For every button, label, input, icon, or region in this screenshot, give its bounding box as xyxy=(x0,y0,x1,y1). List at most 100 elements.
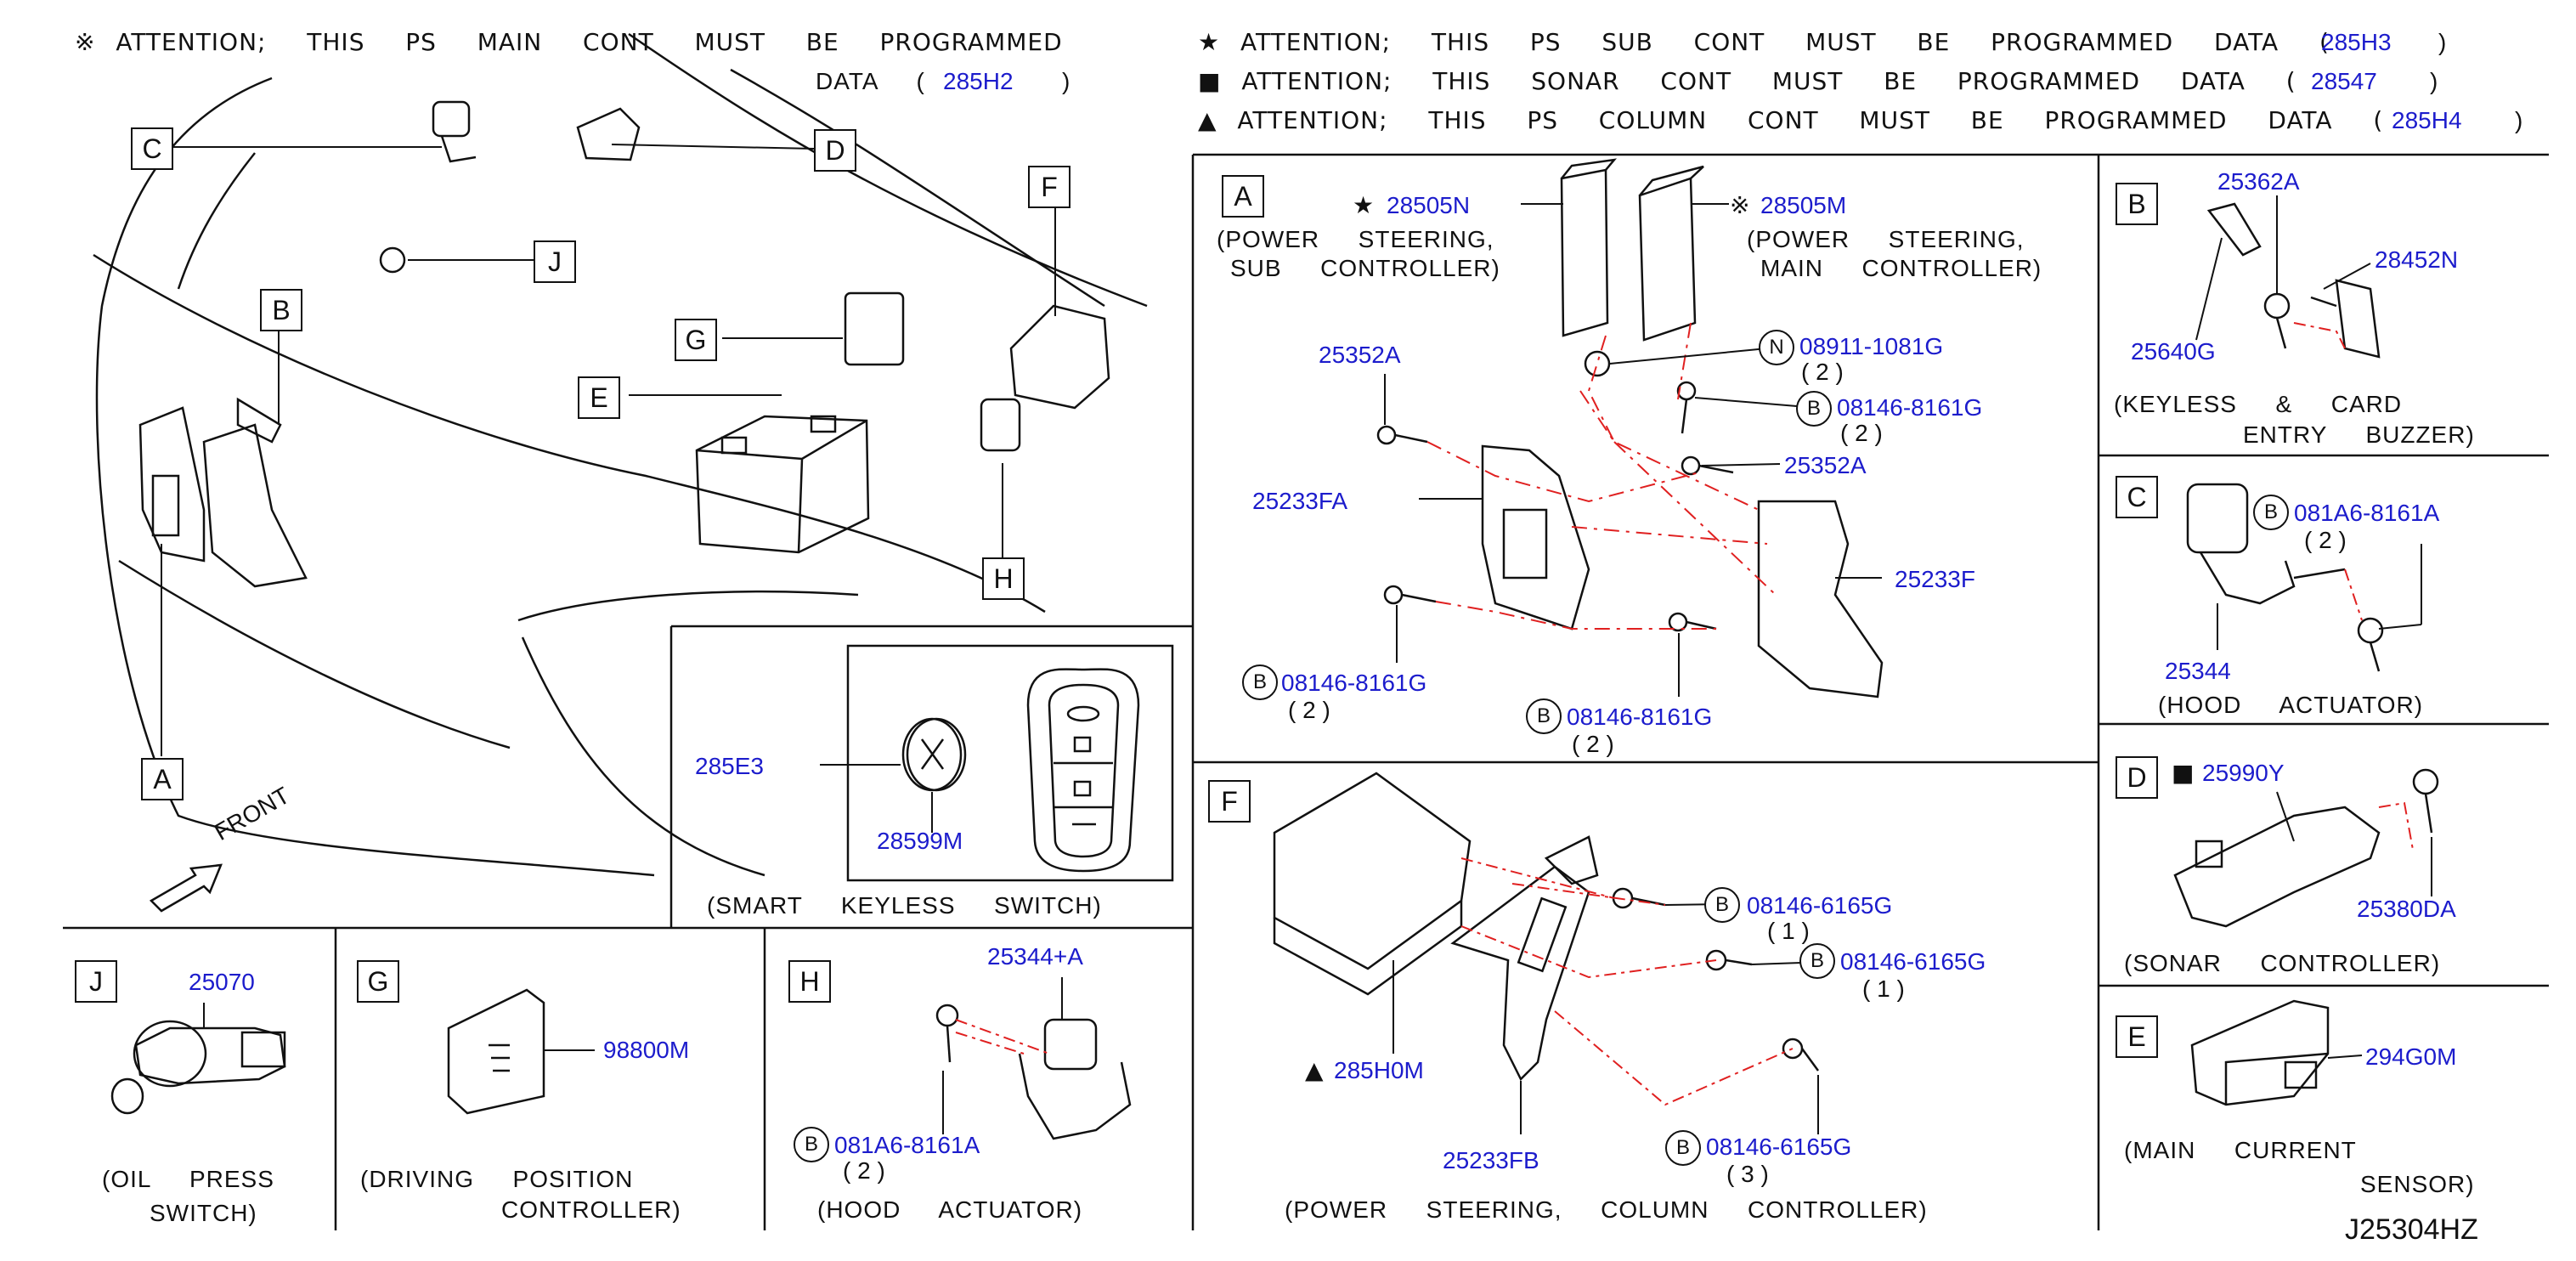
panel-c-p1-qty: ( 2 ) xyxy=(2304,527,2347,553)
panel-f-part-08146-6165g-3[interactable]: 08146-6165G xyxy=(1706,1134,1852,1160)
panel-b-desc1: (KEYLESS & CARD xyxy=(2114,391,2403,417)
panel-c-desc: (HOOD ACTUATOR) xyxy=(2158,692,2424,718)
panel-e-part-294g0m[interactable]: 294G0M xyxy=(2365,1043,2457,1070)
panel-d-p1-symbol: ■ xyxy=(2172,759,2195,787)
overview-label-f[interactable]: F xyxy=(1028,166,1071,208)
panel-a-p2-desc1: (POWER STEERING, xyxy=(1747,226,2025,252)
panel-a-part-08911-1081g[interactable]: 08911-1081G xyxy=(1799,333,1944,359)
panel-a-p3-qty: ( 2 ) xyxy=(1801,359,1844,385)
panel-e-sensor-icon xyxy=(2190,999,2330,1106)
panel-f-bolt-circle-3: B xyxy=(1665,1130,1701,1166)
panel-h-p2-qty: ( 2 ) xyxy=(843,1157,885,1184)
panel-b-part-25640g[interactable]: 25640G xyxy=(2131,338,2216,365)
panel-f-part-08146-6165g-2[interactable]: 08146-6165G xyxy=(1840,948,1986,975)
attention-sonar-close: ) xyxy=(2430,68,2438,94)
panel-b-part-28452n[interactable]: 28452N xyxy=(2375,246,2459,273)
panel-a-part-25352a-top[interactable]: 25352A xyxy=(1319,342,1401,368)
oil-press-switch-icon xyxy=(110,1020,286,1115)
panel-b-part-25362a[interactable]: 25362A xyxy=(2217,168,2300,195)
panel-a-part-25233f[interactable]: 25233F xyxy=(1895,566,1975,592)
panel-g-desc2: CONTROLLER) xyxy=(501,1196,681,1223)
overview-label-g[interactable]: G xyxy=(675,319,717,361)
panel-a-p2-symbol: ※ xyxy=(1730,191,1750,219)
panel-a-letter: A xyxy=(1222,175,1264,218)
panel-e-desc1: (MAIN CURRENT xyxy=(2124,1137,2357,1163)
panel-f-part-25233fb[interactable]: 25233FB xyxy=(1443,1147,1539,1173)
overview-label-h[interactable]: H xyxy=(982,557,1025,600)
panel-d-part-25990y[interactable]: 25990Y xyxy=(2202,760,2285,786)
panel-h-part-081a6-8161a[interactable]: 081A6-8161A xyxy=(834,1132,980,1158)
attention-column-close: ) xyxy=(2515,107,2523,133)
driving-position-controller-icon xyxy=(447,988,545,1115)
panel-a-p1-desc2: SUB CONTROLLER) xyxy=(1230,255,1500,281)
panel-j-letter: J xyxy=(75,960,117,1003)
panel-h-actuator-icon xyxy=(935,1004,1132,1140)
panel-a-part-08146-8161g-3[interactable]: 08146-8161G xyxy=(1567,704,1713,730)
panel-e-letter: E xyxy=(2116,1015,2158,1058)
overview-label-a[interactable]: A xyxy=(141,758,184,800)
panel-b-letter: B xyxy=(2116,183,2158,225)
attention-sub-close: ) xyxy=(2438,29,2447,55)
key-part-28599m[interactable]: 28599M xyxy=(877,828,963,854)
panel-e-desc2: SENSOR) xyxy=(2360,1171,2475,1197)
overview-components-icon xyxy=(138,100,1110,588)
overview-label-e[interactable]: E xyxy=(578,376,620,419)
panel-f-part-285h0m[interactable]: 285H0M xyxy=(1334,1057,1424,1083)
key-part-285e3[interactable]: 285E3 xyxy=(695,753,764,779)
attention-sub-code[interactable]: 285H3 xyxy=(2321,29,2392,55)
panel-a-p2-desc2: MAIN CONTROLLER) xyxy=(1760,255,2042,281)
attention-sonar: ■ ATTENTION; THIS SONAR CONT MUST BE PRO… xyxy=(1198,67,2296,95)
attention-column-code[interactable]: 285H4 xyxy=(2392,107,2462,133)
front-arrow-icon xyxy=(149,863,223,913)
attention-main-line2: DATA ( xyxy=(816,68,925,94)
panel-g-part-98800m[interactable]: 98800M xyxy=(603,1037,690,1063)
panel-a-part-28505m[interactable]: 28505M xyxy=(1760,192,1847,218)
overview-label-b[interactable]: B xyxy=(260,289,302,331)
panel-c-actuator-icon xyxy=(2186,483,2384,672)
panel-a-p10-qty: ( 2 ) xyxy=(1572,731,1614,757)
panel-a-p1-symbol: ★ xyxy=(1353,191,1375,219)
attention-main-code[interactable]: 285H2 xyxy=(943,68,1014,94)
panel-a-bolt-circle-2: B xyxy=(1242,664,1278,700)
panel-a-part-08146-8161g-2[interactable]: 08146-8161G xyxy=(1281,670,1427,696)
coin-battery-icon xyxy=(901,717,967,792)
panel-c-part-25344[interactable]: 25344 xyxy=(2165,658,2231,684)
panel-a-part-25352a-right[interactable]: 25352A xyxy=(1784,452,1867,478)
panel-b-buzzer-icon xyxy=(2206,202,2381,359)
panel-a-part-25233fa[interactable]: 25233FA xyxy=(1252,488,1348,514)
panel-a-p1-desc1: (POWER STEERING, xyxy=(1217,226,1494,252)
key-desc: (SMART KEYLESS SWITCH) xyxy=(707,892,1102,919)
panel-h-letter: H xyxy=(788,960,831,1003)
panel-a-p5-qty: ( 2 ) xyxy=(1840,420,1883,446)
panel-a-part-28505n[interactable]: 28505N xyxy=(1387,192,1471,218)
panel-f-p1-qty: ( 1 ) xyxy=(1767,918,1810,944)
overview-label-j[interactable]: J xyxy=(534,240,576,283)
panel-f-controller-icon xyxy=(1273,772,1820,1082)
smart-key-fob-icon xyxy=(1026,668,1140,873)
panel-d-part-25380da[interactable]: 25380DA xyxy=(2357,896,2456,922)
panel-d-letter: D xyxy=(2116,756,2158,799)
panel-f-p5-qty: ( 3 ) xyxy=(1726,1161,1769,1187)
panel-d-sonar-icon xyxy=(2173,768,2439,928)
attention-main-close: ) xyxy=(1062,68,1071,94)
panel-c-part-081a6-8161a[interactable]: 081A6-8161A xyxy=(2294,500,2440,526)
panel-a-parts-icon xyxy=(1376,158,1884,698)
panel-a-part-08146-8161g-1[interactable]: 08146-8161G xyxy=(1837,394,1983,421)
panel-f-part-08146-6165g-1[interactable]: 08146-6165G xyxy=(1747,892,1893,919)
panel-f-bolt-circle-1: B xyxy=(1704,887,1740,923)
overview-label-d[interactable]: D xyxy=(814,129,856,172)
diagram-code: J25304HZ xyxy=(2345,1213,2478,1246)
panel-a-bolt-circle-3: B xyxy=(1526,698,1562,734)
attention-sonar-code[interactable]: 28547 xyxy=(2311,68,2377,94)
panel-a-bolt-circle-1: B xyxy=(1796,391,1832,427)
panel-b-desc2: ENTRY BUZZER) xyxy=(2243,421,2475,448)
panel-f-p2-qty: ( 1 ) xyxy=(1862,975,1905,1002)
panel-j-part-25070[interactable]: 25070 xyxy=(189,969,255,995)
attention-sub: ★ ATTENTION; THIS PS SUB CONT MUST BE PR… xyxy=(1198,28,2330,56)
overview-label-c[interactable]: C xyxy=(131,127,173,170)
panel-a-p9-qty: ( 2 ) xyxy=(1288,697,1330,723)
panel-f-desc: (POWER STEERING, COLUMN CONTROLLER) xyxy=(1285,1196,1928,1223)
panel-h-part-25344a[interactable]: 25344+A xyxy=(987,943,1083,970)
panel-d-desc: (SONAR CONTROLLER) xyxy=(2124,950,2441,976)
